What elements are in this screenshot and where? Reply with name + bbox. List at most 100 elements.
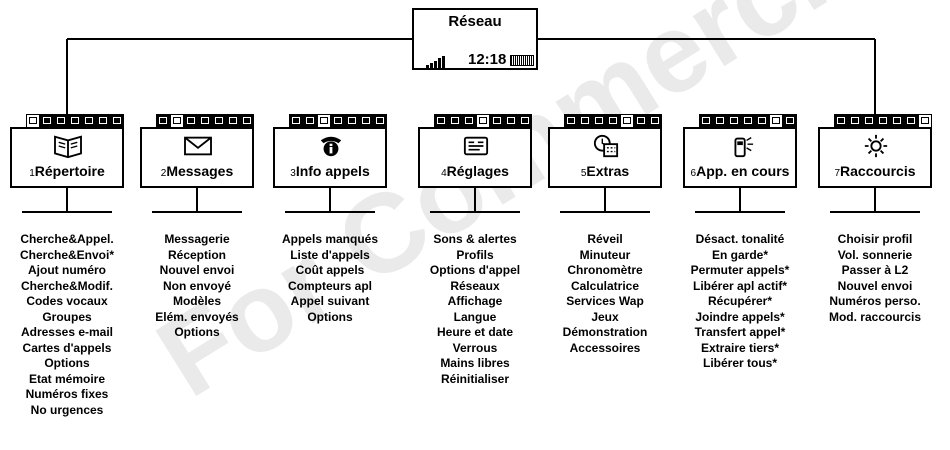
menu-number: 2 [160,168,167,179]
menu-5[interactable]: 5Extras [548,114,662,188]
submenu-item[interactable]: No urgences [30,402,104,417]
submenu-item[interactable]: Permuter appels* [690,263,790,277]
submenu-item[interactable]: Langue [453,309,497,324]
submenu-item[interactable]: Cherche&Appel. [20,232,114,246]
menu-tab-1 [699,114,713,127]
submenu-item[interactable]: Numéros fixes [25,387,109,401]
submenu-item[interactable]: Passer à L2 [841,263,909,277]
submenu-item[interactable]: Chronomètre [567,263,643,277]
submenu-item[interactable]: Elém. envoyés [155,309,239,324]
submenu-item[interactable]: Calculatrice [570,278,640,293]
menu-title-text: Info appels [295,163,370,179]
menu-tab-7 [783,114,797,127]
submenu-item[interactable]: Libérer apl actif* [692,278,788,293]
menu-tab-6 [359,114,373,127]
menu-number: 1 [29,168,35,179]
submenu-item[interactable]: Affichage [447,294,503,308]
menu-card: 1Répertoire [10,127,124,188]
menu-7[interactable]: 7Raccourcis [818,114,932,188]
submenu-item[interactable]: Options [174,325,220,339]
menu-tab-strip [273,114,387,128]
submenu-item[interactable]: Options [307,309,353,324]
menu-tab-4 [741,114,755,127]
submenu-item[interactable]: Groupes [42,309,92,324]
submenu-item[interactable]: Désact. tonalité [695,232,785,246]
submenu-item[interactable]: Compteurs apl [287,278,372,293]
menu-tab-3 [727,114,741,127]
submenu-item[interactable]: Coût appels [295,263,365,277]
submenu-item[interactable]: Options d'appel [429,263,521,277]
submenu-item[interactable]: En garde* [711,247,768,262]
menu-title: 1Répertoire [16,163,118,179]
menu-tab-1 [834,114,848,127]
submenu-item[interactable]: Sons & alertes [433,232,517,246]
menu-tab-1 [289,114,303,127]
submenu-item[interactable]: Non envoyé [162,278,231,293]
submenu-item[interactable]: Réseaux [450,278,500,293]
submenu-item[interactable]: Profils [456,247,494,262]
submenu-item[interactable]: Transfert appel* [694,325,786,339]
submenu-item[interactable]: Mains libres [440,356,510,370]
submenu-item[interactable]: Adresses e-mail [20,325,114,339]
submenu-item[interactable]: Services Wap [566,294,644,308]
menu-tab-1 [564,114,578,127]
submenu-item[interactable]: Minuteur [579,247,631,262]
submenu-item[interactable]: Réception [167,247,226,262]
submenu-item[interactable]: Extraire tiers* [700,340,780,355]
menu-tab-6 [96,114,110,127]
menu-tab-7 [918,114,932,128]
submenu-item[interactable]: Numéros perso. [829,294,921,308]
submenu-item[interactable]: Modèles [172,294,221,308]
menu-tab-1 [434,114,448,127]
submenu-item[interactable]: Appel suivant [290,294,370,308]
submenu-item[interactable]: Joindre appels* [695,309,785,324]
submenu-item[interactable]: Cartes d'appels [22,340,112,355]
menu-tab-2 [848,114,862,127]
submenu-item[interactable]: Démonstration [562,325,648,339]
submenu-item[interactable]: Libérer tous* [702,356,777,370]
menu-tab-5 [82,114,96,127]
submenu-item[interactable]: Choisir profil [837,232,913,246]
menu-1[interactable]: 1Répertoire [10,114,124,188]
submenu-item[interactable]: Récupérer* [707,294,773,308]
menu-4[interactable]: 4Réglages [418,114,532,188]
submenu-item[interactable]: Accessoires [569,340,641,355]
submenu-item[interactable]: Nouvel envoi [837,278,913,293]
menu-tab-5 [212,114,226,127]
menu-tab-5 [890,114,904,127]
menu-title-text: Réglages [446,163,509,179]
menu-3[interactable]: 3Info appels [273,114,387,188]
submenu-item[interactable]: Cherche&Envoi* [19,247,115,262]
menu-tab-2 [578,114,592,127]
submenu-item[interactable]: Heure et date [436,325,514,339]
submenu-item[interactable]: Etat mémoire [28,371,106,386]
menu-title-text: Messages [166,163,234,179]
submenu-item[interactable]: Jeux [591,309,619,324]
submenu-item[interactable]: Messagerie [164,232,230,246]
submenu-item[interactable]: Appels manqués [281,232,379,246]
submenu-item[interactable]: Mod. raccourcis [828,309,922,324]
menu-number: 4 [441,168,447,179]
submenu-item[interactable]: Codes vocaux [26,294,108,308]
book-icon [54,135,82,159]
menu-tab-4 [331,114,345,127]
submenu-item[interactable]: Réveil [587,232,623,246]
submenu-item[interactable]: Réinitialiser [440,371,510,386]
submenu-list: Cherche&Appel.Cherche&Envoi*Ajout numéro… [0,232,137,418]
menu-card: 2Messages [140,127,254,188]
menu-title: 2Messages [146,163,248,179]
submenu-item[interactable]: Cherche&Modif. [20,278,113,293]
submenu-item[interactable]: Options [44,356,90,370]
submenu-item[interactable]: Ajout numéro [28,263,106,277]
menu-6[interactable]: 6App. en cours [683,114,797,188]
calculator-icon [593,134,619,158]
menu-tab-3 [462,114,476,127]
signal-strength-icon [426,56,445,68]
menu-2[interactable]: 2Messages [140,114,254,188]
submenu-item[interactable]: Liste d'appels [290,247,370,262]
clock: 12:18 [468,51,507,68]
submenu-item[interactable]: Nouvel envoi [159,263,235,277]
submenu-item[interactable]: Verrous [452,340,498,355]
submenu-item[interactable]: Vol. sonnerie [837,247,913,262]
